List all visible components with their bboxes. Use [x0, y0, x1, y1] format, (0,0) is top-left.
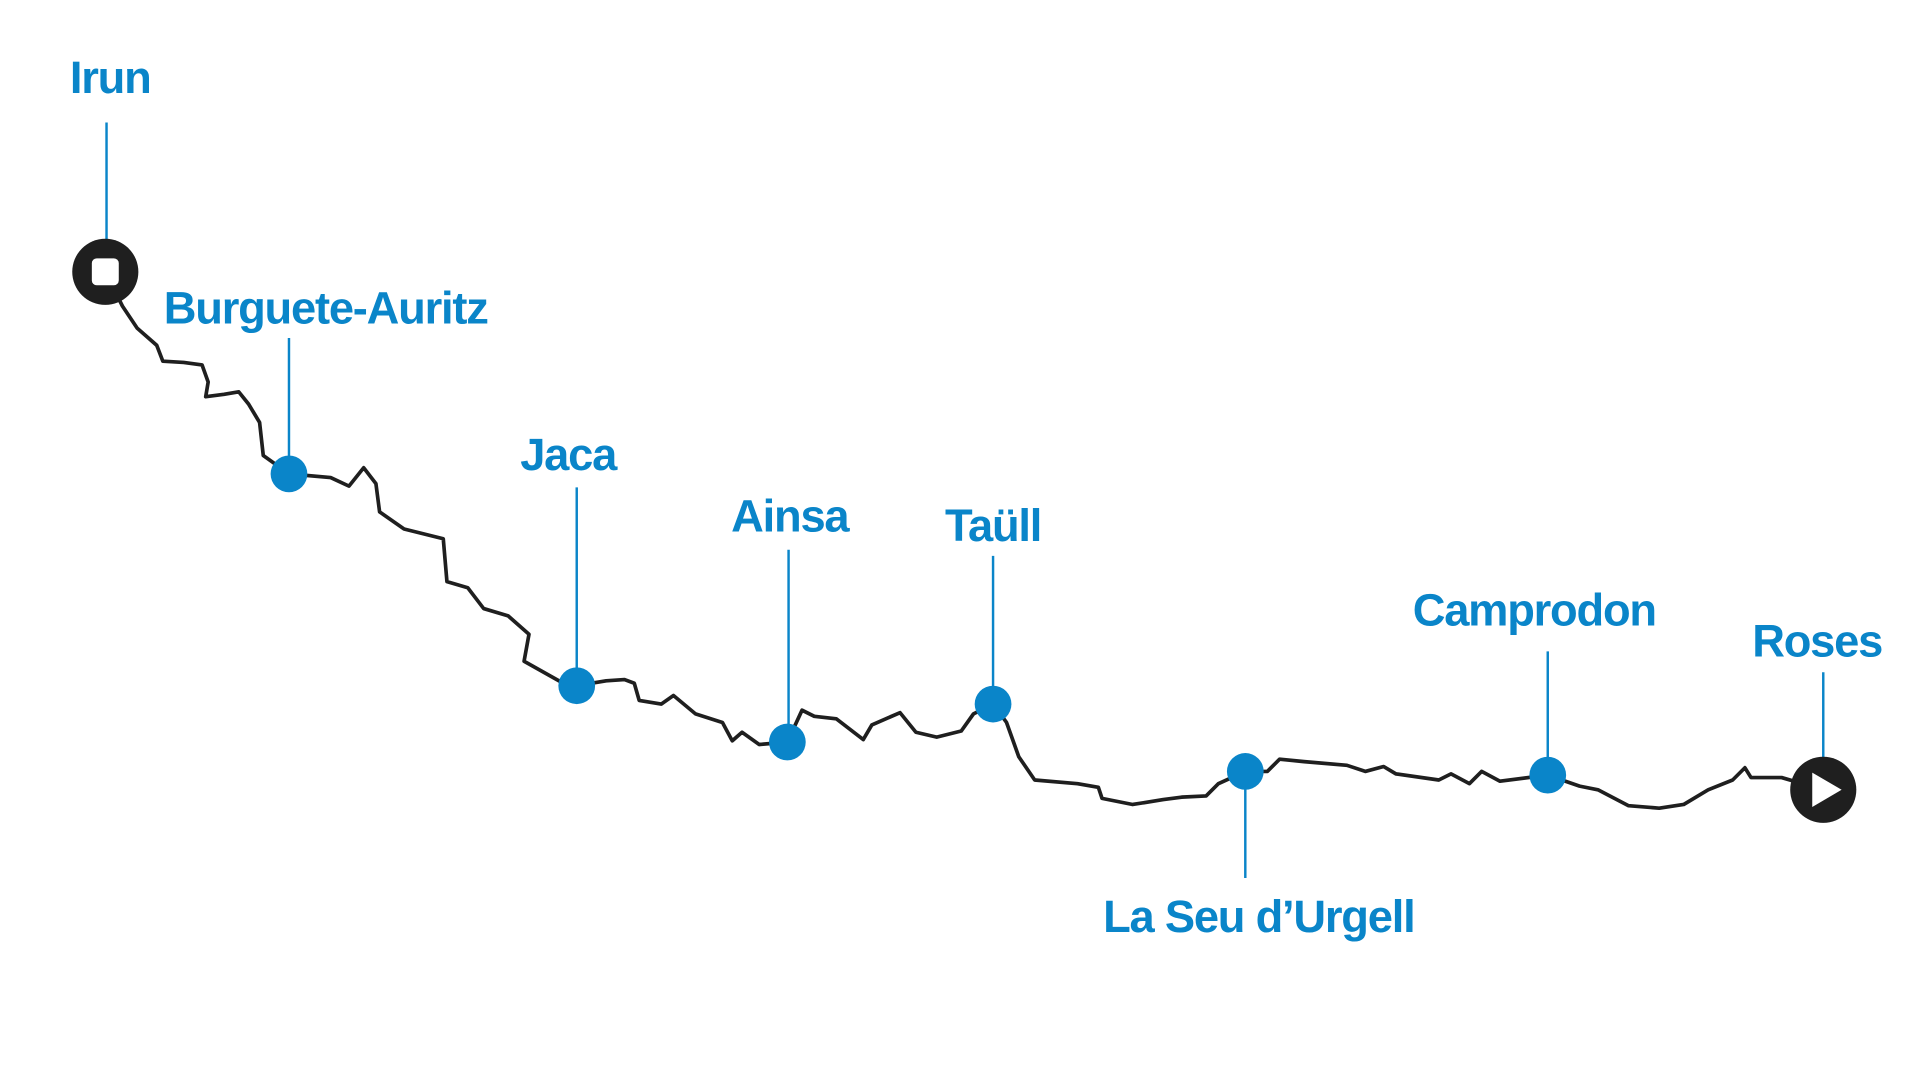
label-burguete: Burguete-Auritz — [164, 282, 488, 333]
stop-dot-taull — [974, 685, 1012, 723]
play-triangle-icon — [1790, 756, 1857, 823]
label-camprodon: Camprodon — [1413, 585, 1656, 636]
label-roses: Roses — [1752, 615, 1882, 666]
stop-dot-camprodon — [1529, 756, 1567, 794]
label-ainsa: Ainsa — [731, 490, 850, 541]
stop-dot-la-seu — [1226, 753, 1264, 790]
stop-dot-jaca — [558, 667, 596, 705]
label-irun: Irun — [70, 52, 151, 103]
stop-dot-burguete — [270, 455, 308, 493]
label-la-seu: La Seu d’Urgell — [1103, 891, 1414, 942]
label-taull: Taüll — [945, 500, 1041, 551]
stop-square-icon — [72, 238, 139, 305]
label-jaca: Jaca — [520, 429, 618, 480]
stop-dot-ainsa — [768, 723, 806, 761]
route-path — [103, 270, 1826, 810]
